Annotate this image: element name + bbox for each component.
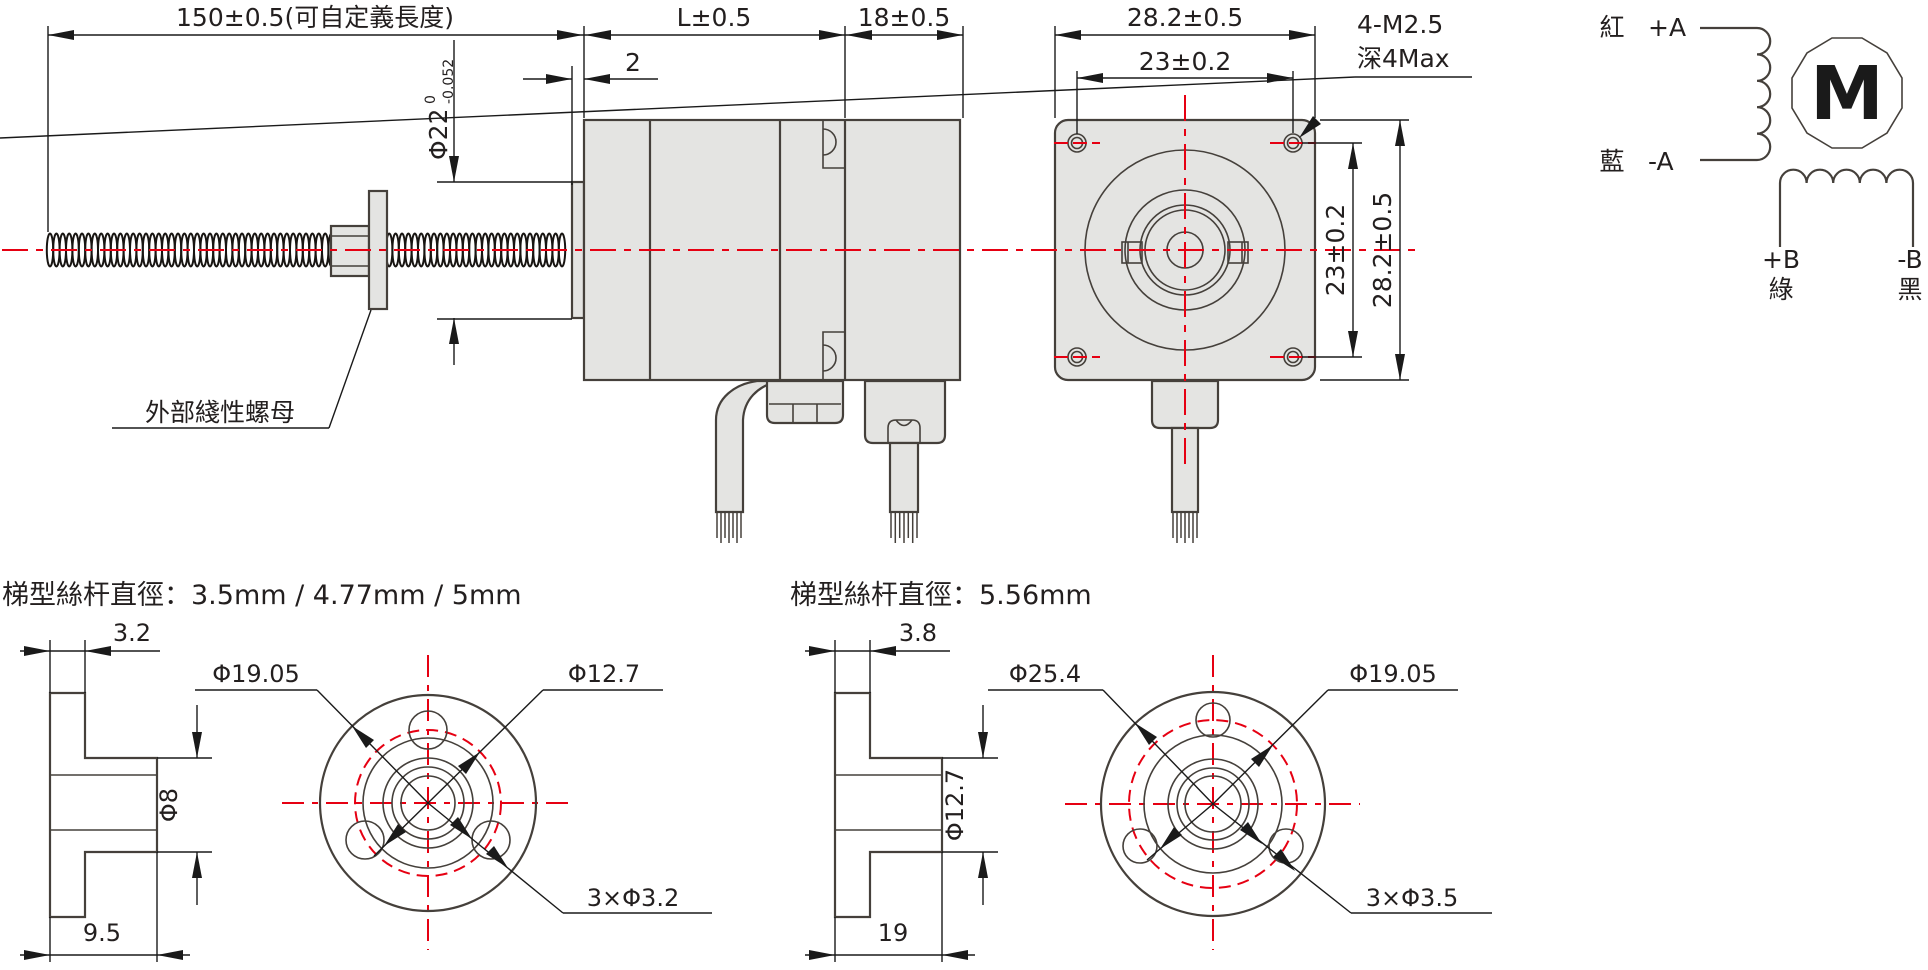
mount-note-line2: 深4Max bbox=[1357, 44, 1450, 73]
dim-rear-length: 18±0.5 bbox=[858, 3, 951, 32]
dim-screw-length: 150±0.5(可自定義長度) bbox=[176, 3, 454, 32]
nut-small-face-view: Φ19.05 Φ12.7 3×Φ3.2 bbox=[195, 655, 712, 950]
right-cable bbox=[888, 441, 920, 514]
top-notch bbox=[822, 120, 845, 169]
right-connector bbox=[863, 379, 947, 514]
left-cable bbox=[714, 379, 845, 514]
dim-front-height: 28.2±0.5 bbox=[1368, 192, 1397, 308]
dim-bore-small: Φ8 bbox=[155, 788, 183, 822]
phase-b-pos-label: +B bbox=[1762, 245, 1800, 274]
nut-large-title: 梯型絲杆直徑：5.56mm bbox=[790, 580, 1092, 611]
mount-note-line1: 4-M2.5 bbox=[1357, 10, 1443, 39]
wire-black-label: 黑 bbox=[1897, 275, 1922, 304]
top-dimensions: 150±0.5(可自定義長度) L±0.5 18±0.5 2 Φ22 0 -0.… bbox=[47, 3, 964, 429]
phase-a-pos-label: +A bbox=[1648, 13, 1686, 42]
dim-hole-spacing-v: 23±0.2 bbox=[1321, 204, 1350, 297]
dim-flange-thickness-small: 3.2 bbox=[113, 619, 151, 647]
dim-boss-length: 2 bbox=[625, 48, 641, 77]
wire-red-label: 紅 bbox=[1599, 13, 1624, 42]
phase-a-neg-label: -A bbox=[1648, 147, 1674, 176]
dim-body-length: L±0.5 bbox=[677, 3, 752, 32]
dim-boss-diameter: Φ22 bbox=[424, 109, 453, 161]
left-key-notch bbox=[1121, 241, 1143, 264]
nut-large-face-view: Φ25.4 Φ19.05 3×Φ3.5 bbox=[988, 655, 1492, 950]
nut-callout-label: 外部綫性螺母 bbox=[145, 398, 295, 427]
dim-boss-tol-upper: 0 bbox=[423, 95, 439, 104]
terminal-block bbox=[765, 379, 845, 425]
dim-hole-spacing-h: 23±0.2 bbox=[1139, 47, 1232, 76]
dim-hub-length-small: 9.5 bbox=[83, 919, 121, 947]
motor-circle bbox=[1791, 37, 1903, 149]
dim-flange-dia-large: Φ25.4 bbox=[1009, 660, 1081, 688]
dim-hub-length-large: 19 bbox=[878, 919, 909, 947]
dim-bolt-circle-small: Φ12.7 bbox=[568, 660, 640, 688]
dim-mount-holes-small: 3×Φ3.2 bbox=[587, 884, 679, 912]
dim-boss-tol-lower: -0.052 bbox=[441, 59, 457, 104]
bottom-notch bbox=[822, 331, 845, 380]
dim-flange-thickness-large: 3.8 bbox=[899, 619, 937, 647]
dim-front-width: 28.2±0.5 bbox=[1127, 3, 1243, 32]
wiring-diagram: 紅 +A 藍 -A M +B 綠 -B 黑 bbox=[1599, 13, 1922, 304]
nut-large-section: 梯型絲杆直徑：5.56mm 3.8 Φ12.7 19 bbox=[790, 580, 1492, 962]
front-dimensions: 28.2±0.5 23±0.2 4-M2.5 深4Max 23±0.2 28.2… bbox=[0, 3, 1472, 381]
centerlines bbox=[2, 95, 1418, 468]
wire-blue-label: 藍 bbox=[1599, 147, 1624, 176]
phase-a-coil bbox=[1700, 26, 1772, 162]
dim-bolt-circle-large: Φ19.05 bbox=[1349, 660, 1437, 688]
wire-strands bbox=[716, 512, 1198, 543]
dim-mount-holes-large: 3×Φ3.5 bbox=[1366, 884, 1458, 912]
dim-bore-large: Φ12.7 bbox=[941, 769, 969, 841]
right-key-notch bbox=[1227, 241, 1249, 264]
dim-boss-diameter-group: Φ22 0 -0.052 bbox=[423, 59, 457, 160]
dim-flange-dia-small: Φ19.05 bbox=[212, 660, 300, 688]
phase-b-neg-label: -B bbox=[1897, 245, 1922, 274]
motor-symbol: M bbox=[1810, 51, 1884, 137]
nut-small-title: 梯型絲杆直徑：3.5mm / 4.77mm / 5mm bbox=[2, 580, 522, 611]
phase-b-coil bbox=[1778, 168, 1915, 247]
wire-green-label: 綠 bbox=[1768, 275, 1793, 304]
nut-small-section: 梯型絲杆直徑：3.5mm / 4.77mm / 5mm 3.2 Φ8 9.5 bbox=[2, 580, 712, 962]
